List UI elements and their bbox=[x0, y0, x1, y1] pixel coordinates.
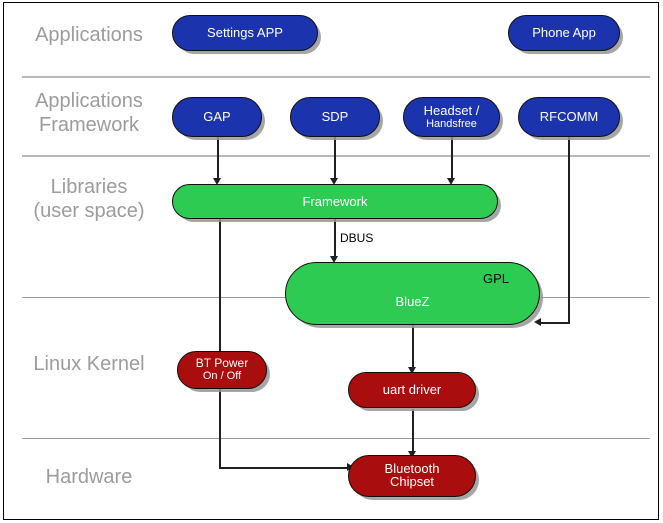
arrowhead-bluez-to-uart bbox=[408, 367, 416, 374]
divider-applications-framework bbox=[22, 76, 650, 78]
node-settings-app[interactable]: Settings APP bbox=[172, 15, 318, 51]
node-bluetooth-chipset[interactable]: Bluetooth Chipset bbox=[348, 455, 476, 497]
node-rfcomm-label: RFCOMM bbox=[539, 109, 599, 125]
connector-sdp-to-framework bbox=[334, 137, 336, 181]
node-bt-power[interactable]: BT Power On / Off bbox=[177, 351, 267, 389]
node-settings-app-label: Settings APP bbox=[207, 25, 283, 41]
node-bt-power-sublabel: On / Off bbox=[202, 369, 242, 382]
node-rfcomm[interactable]: RFCOMM bbox=[518, 97, 620, 137]
node-framework[interactable]: Framework bbox=[172, 184, 498, 219]
connector-uart-to-chipset bbox=[412, 409, 414, 454]
node-bluetooth-chipset-sublabel: Chipset bbox=[389, 474, 435, 490]
connector-framework-to-bluez bbox=[334, 218, 336, 260]
connector-gap-to-chipset-horizontal bbox=[219, 467, 349, 469]
divider-framework-libraries bbox=[22, 155, 650, 157]
node-bluez[interactable]: BlueZ bbox=[285, 262, 540, 325]
connector-gap-to-chipset-vertical bbox=[219, 218, 221, 468]
layer-label-applications-framework: Applications Framework bbox=[35, 90, 143, 136]
arrowhead-rfcomm-to-bluez bbox=[534, 318, 541, 326]
arrowhead-framework-to-bluez bbox=[330, 256, 338, 263]
layer-label-linux-kernel: Linux Kernel bbox=[33, 353, 145, 375]
connector-headset-to-framework bbox=[451, 137, 453, 181]
node-sdp[interactable]: SDP bbox=[290, 97, 380, 137]
node-gap[interactable]: GAP bbox=[172, 97, 262, 137]
layer-label-hardware: Hardware bbox=[45, 466, 133, 488]
connector-gap-to-framework bbox=[217, 137, 219, 181]
node-bt-power-label: BT Power bbox=[195, 356, 249, 371]
layer-label-applications: Applications bbox=[35, 24, 143, 46]
connector-rfcomm-vertical bbox=[568, 137, 570, 324]
layer-label-libraries: Libraries (user space) bbox=[33, 176, 145, 222]
node-bluez-label: BlueZ bbox=[395, 293, 430, 309]
node-bluetooth-chipset-label: Bluetooth bbox=[384, 460, 440, 476]
edge-label-dbus: DBUS bbox=[340, 231, 374, 245]
node-headset-handsfree[interactable]: Headset / Handsfree bbox=[403, 97, 500, 137]
node-phone-app[interactable]: Phone App bbox=[508, 15, 620, 51]
diagram-border bbox=[3, 2, 659, 520]
arrowhead-sdp-to-framework bbox=[330, 178, 338, 185]
badge-gpl: GPL bbox=[483, 271, 510, 286]
arrowhead-gap-to-framework bbox=[213, 178, 221, 185]
connector-rfcomm-horizontal bbox=[540, 322, 569, 324]
divider-kernel-hardware bbox=[22, 438, 650, 439]
node-gap-label: GAP bbox=[203, 109, 231, 125]
node-sdp-label: SDP bbox=[321, 109, 349, 125]
node-headset-handsfree-sublabel: Handsfree bbox=[426, 117, 477, 130]
node-uart-driver[interactable]: uart driver bbox=[348, 372, 476, 408]
connector-bluez-to-uart bbox=[412, 325, 414, 370]
node-framework-label: Framework bbox=[302, 193, 368, 209]
node-headset-handsfree-label: Headset / bbox=[423, 102, 480, 118]
node-uart-driver-label: uart driver bbox=[382, 382, 442, 398]
arrowhead-headset-to-framework bbox=[447, 178, 455, 185]
node-phone-app-label: Phone App bbox=[532, 25, 596, 41]
